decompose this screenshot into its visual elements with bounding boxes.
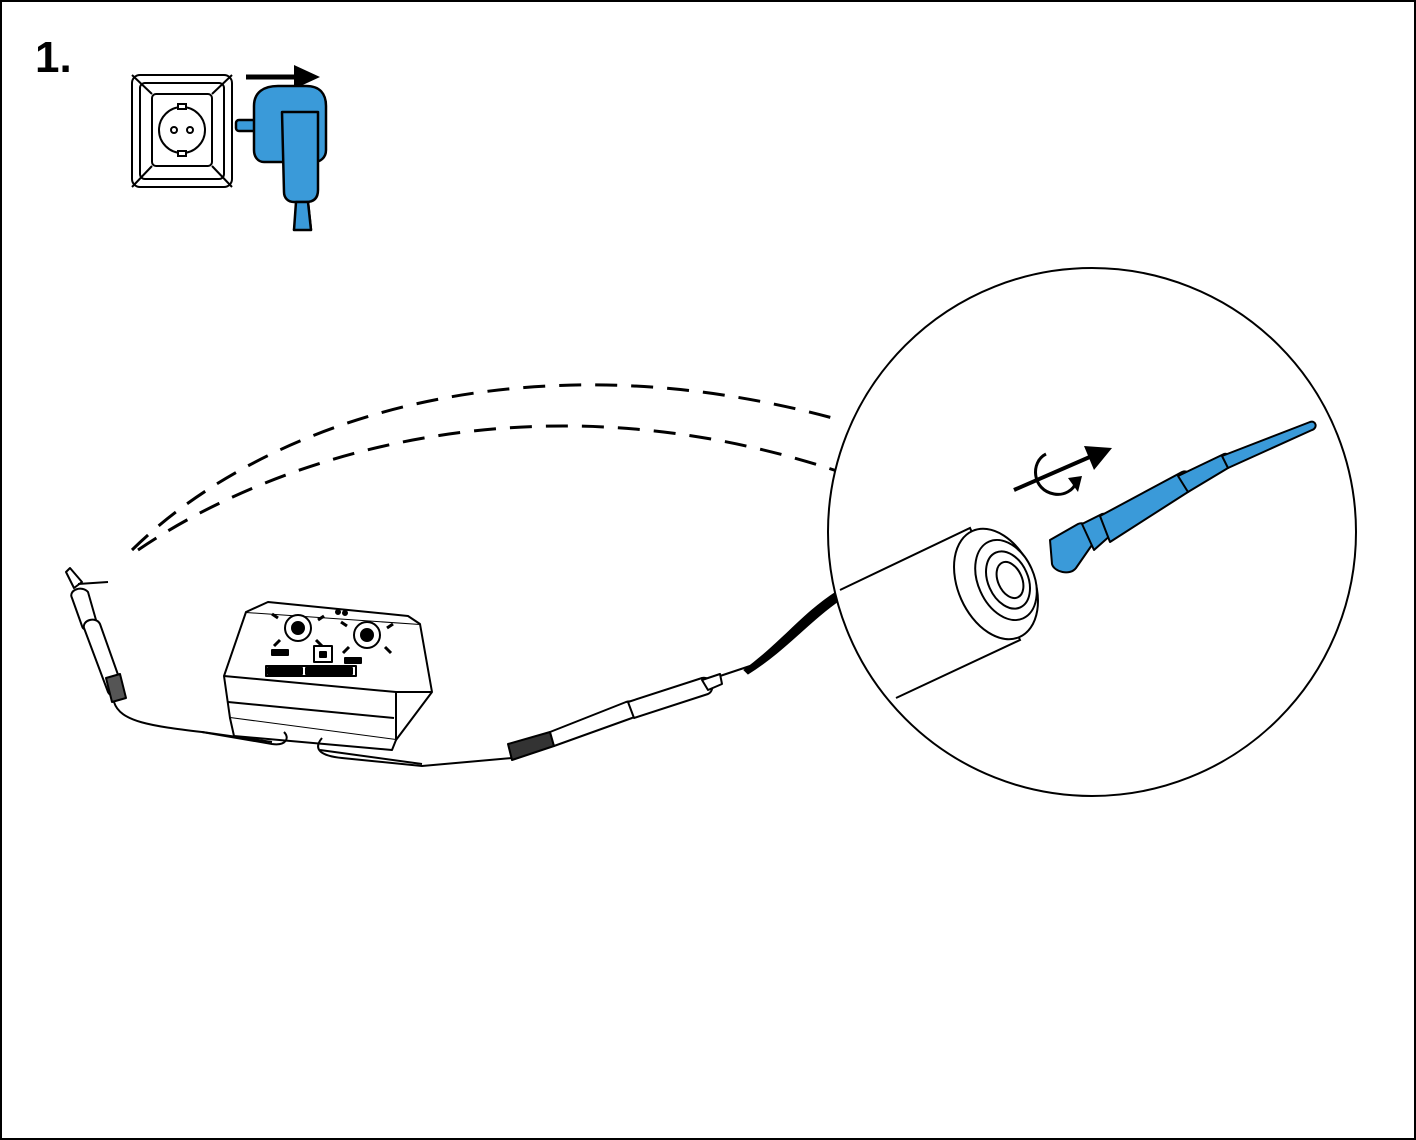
connection-cables xyxy=(201,731,513,768)
rotate-insert-icon xyxy=(1013,446,1112,496)
electrode-blue xyxy=(1049,420,1317,574)
control-unit xyxy=(223,601,433,751)
step-number: 1. xyxy=(35,33,72,82)
arrow-right-icon xyxy=(246,65,320,89)
magnifier-detail xyxy=(827,267,1357,797)
cable-path-dashed xyxy=(130,383,841,552)
right-handpiece xyxy=(507,665,751,761)
callout-connector xyxy=(743,591,841,675)
left-handpiece xyxy=(65,567,273,743)
wall-socket-icon xyxy=(131,74,233,188)
power-plug-icon xyxy=(234,84,328,232)
